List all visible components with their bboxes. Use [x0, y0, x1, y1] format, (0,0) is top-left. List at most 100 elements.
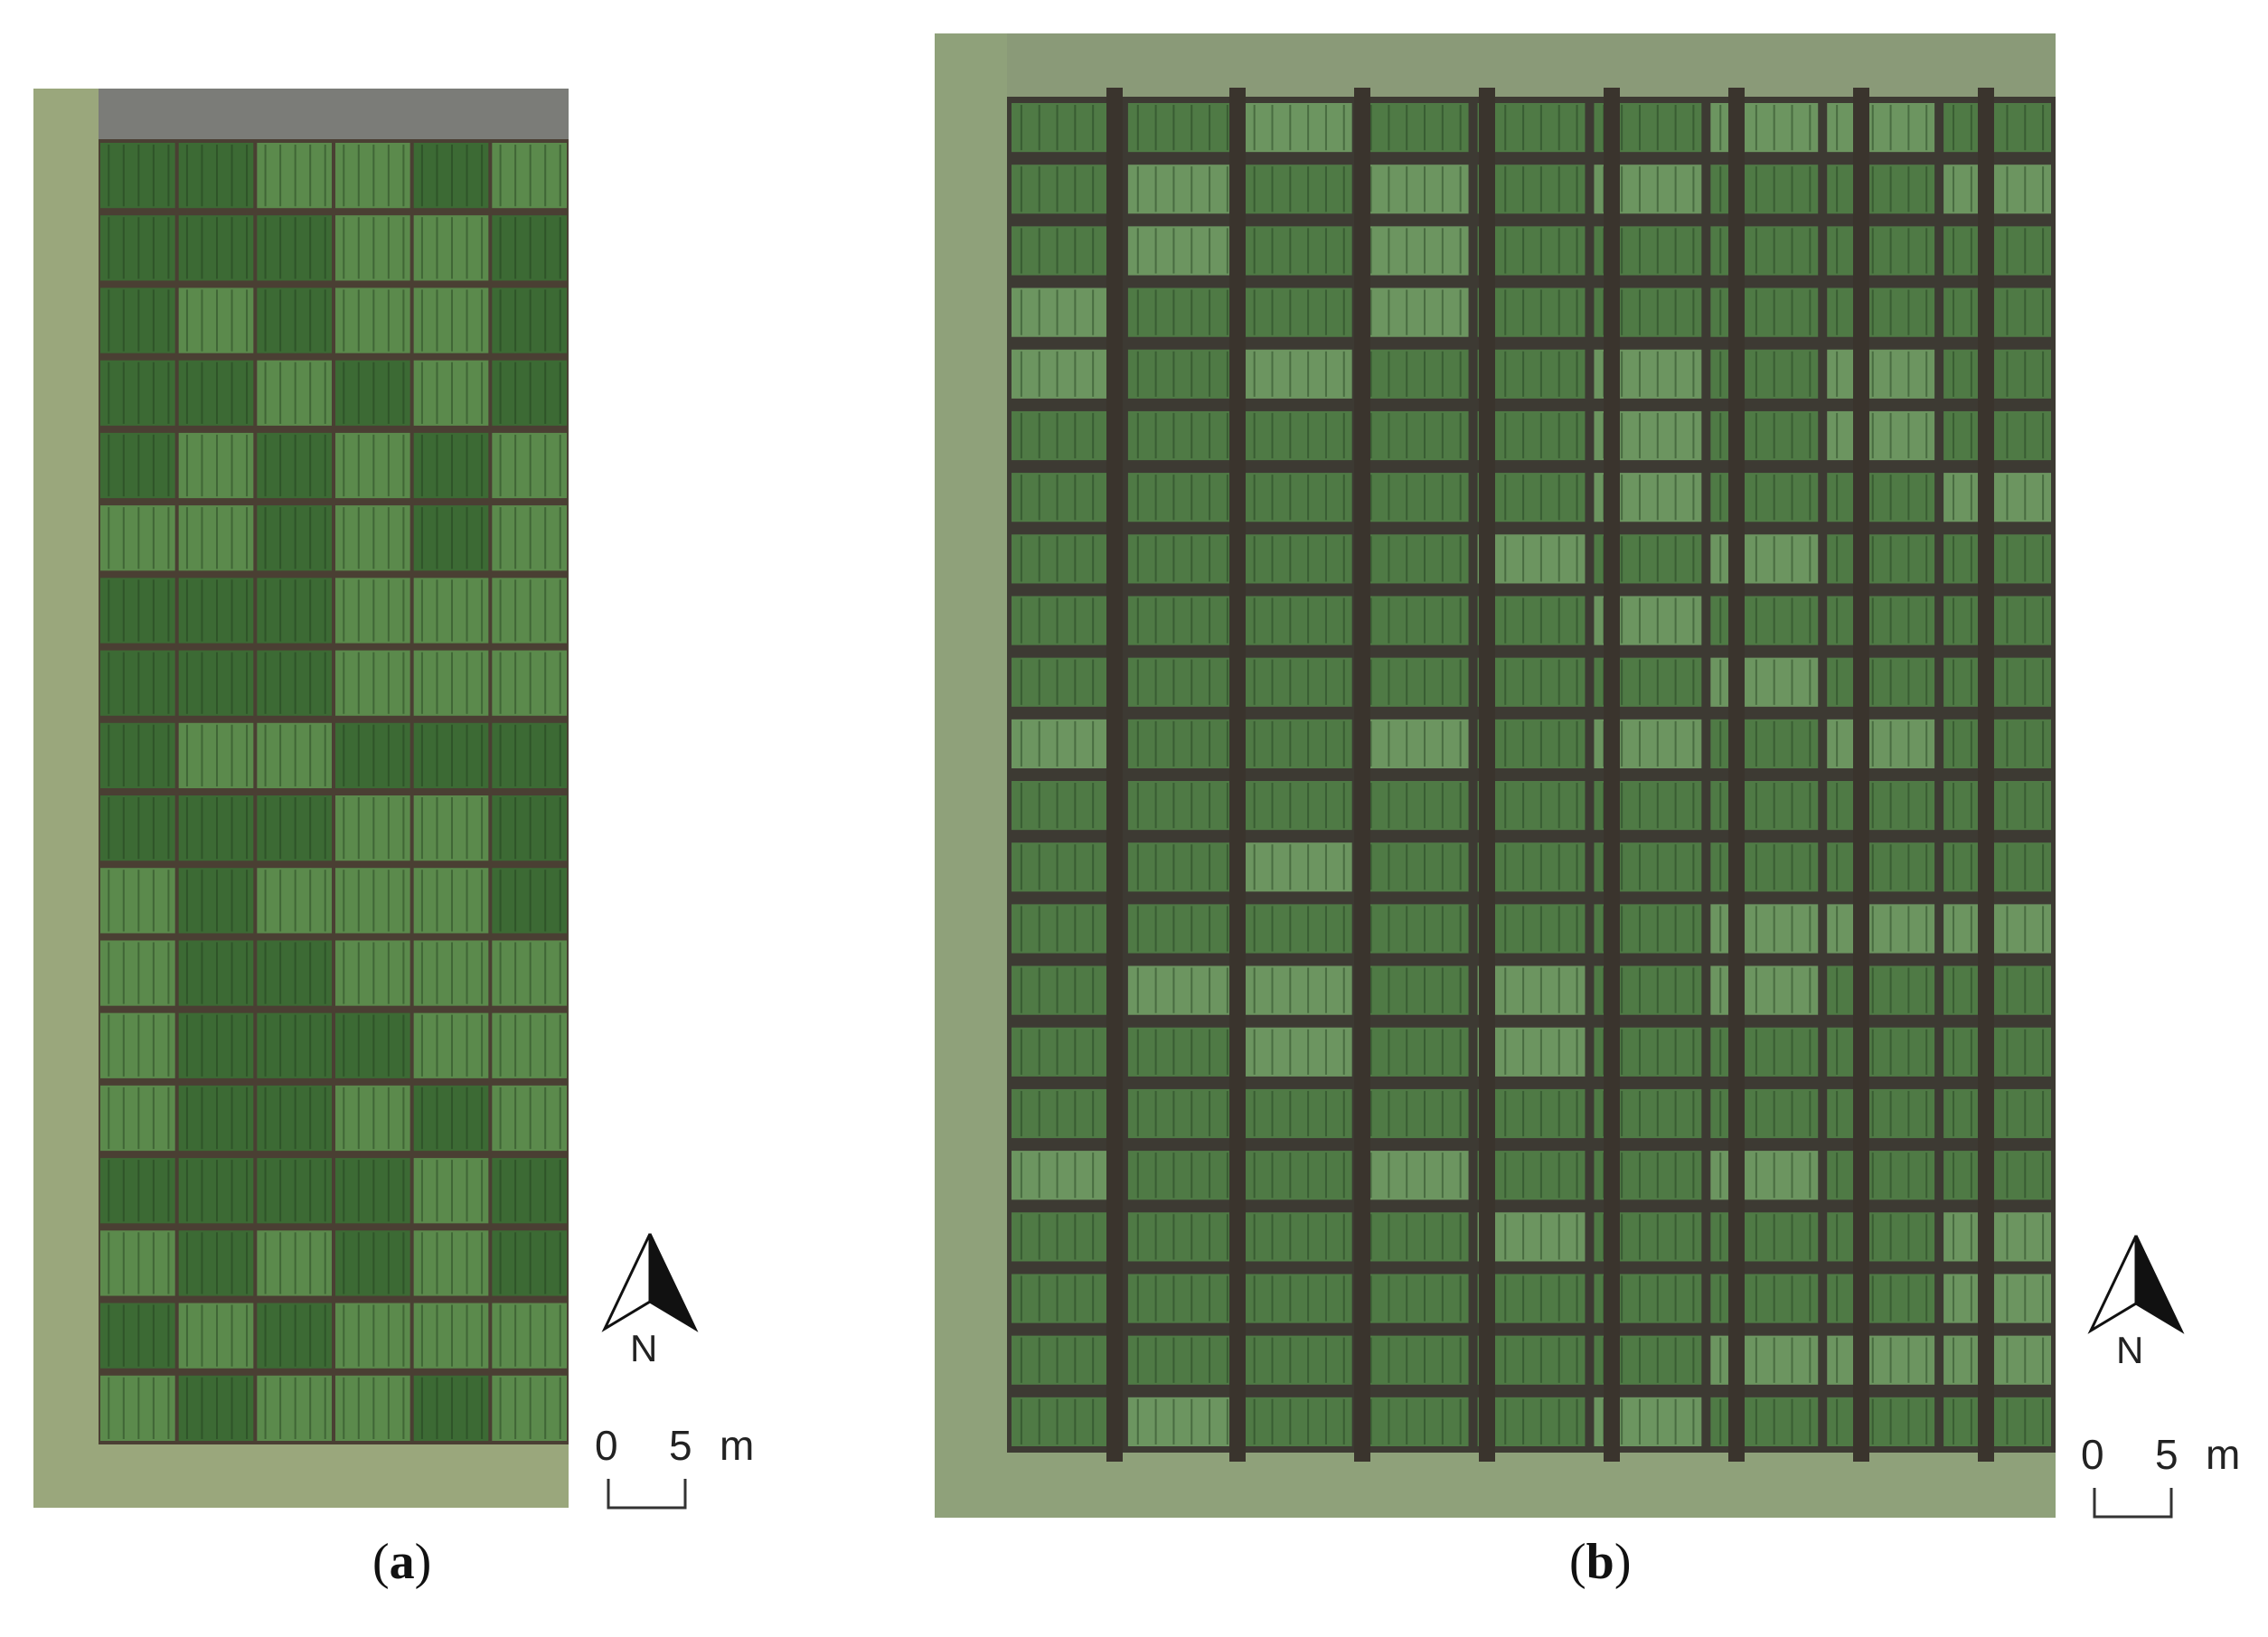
plot — [1127, 103, 1236, 153]
plot — [1710, 1274, 1819, 1323]
plot — [257, 650, 332, 716]
plot — [1943, 1088, 2051, 1139]
plot — [335, 578, 410, 644]
plot — [1943, 657, 2051, 707]
plot — [100, 578, 175, 644]
plot — [1710, 226, 1819, 276]
plot — [1127, 719, 1236, 768]
plot — [178, 940, 254, 1006]
plot — [1477, 534, 1586, 584]
plot — [413, 1012, 489, 1078]
plot — [178, 1375, 254, 1441]
aerial-field-image-a — [33, 89, 569, 1508]
plot — [1012, 965, 1119, 1015]
plot — [257, 1375, 332, 1441]
plot — [1827, 1335, 1935, 1385]
plot — [178, 1230, 254, 1296]
plot — [1127, 1151, 1236, 1200]
plot — [100, 722, 175, 788]
plot — [1012, 165, 1119, 214]
scale-zero-label: 0 — [2081, 1431, 2105, 1478]
plot — [178, 215, 254, 281]
plot — [257, 722, 332, 788]
plot — [1943, 1151, 2051, 1200]
plot — [1710, 1212, 1819, 1262]
plot — [1127, 473, 1236, 522]
plot — [1827, 596, 1935, 645]
plot — [178, 360, 254, 426]
plot — [1827, 1027, 1935, 1077]
plot — [1943, 410, 2051, 461]
plot — [257, 1085, 332, 1152]
plot — [1943, 1397, 2051, 1446]
plot — [100, 1303, 175, 1369]
plot — [1012, 781, 1119, 831]
plot — [257, 287, 332, 353]
plot — [257, 215, 332, 281]
plot — [1244, 657, 1352, 707]
plot — [1244, 1274, 1352, 1323]
plot — [1477, 349, 1586, 399]
plot — [492, 1158, 567, 1224]
plot — [492, 940, 567, 1006]
plot — [413, 940, 489, 1006]
plot — [413, 287, 489, 353]
plot — [413, 505, 489, 571]
soil-background — [99, 139, 569, 1444]
plot — [1827, 965, 1935, 1015]
plot — [100, 795, 175, 861]
plot — [1943, 1212, 2051, 1262]
scale-unit-label: m — [720, 1422, 756, 1469]
plot — [1827, 103, 1935, 153]
plot — [1360, 1151, 1469, 1200]
plot — [1943, 965, 2051, 1015]
plot — [1943, 287, 2051, 337]
plot — [1127, 1212, 1236, 1262]
plot — [1012, 842, 1119, 892]
plot — [1127, 349, 1236, 399]
plot — [1360, 226, 1469, 276]
plot — [1943, 904, 2051, 954]
plot — [492, 578, 567, 644]
plot — [1360, 103, 1469, 153]
plot — [1710, 473, 1819, 522]
plot — [1710, 534, 1819, 584]
plot — [1943, 349, 2051, 399]
plot — [1477, 287, 1586, 337]
plot — [1943, 165, 2051, 214]
plot — [335, 432, 410, 499]
plot — [413, 868, 489, 934]
plot — [1244, 719, 1352, 768]
plot — [1360, 719, 1469, 768]
plot — [1012, 1027, 1119, 1077]
plot — [257, 868, 332, 934]
plot — [1012, 349, 1119, 399]
plot — [1244, 1335, 1352, 1385]
plot — [1012, 1274, 1119, 1323]
plot — [1244, 1397, 1352, 1446]
plot — [1127, 1088, 1236, 1139]
plot — [1827, 287, 1935, 337]
plot — [1012, 596, 1119, 645]
plot — [1012, 1335, 1119, 1385]
plot — [492, 143, 567, 209]
plot — [1943, 103, 2051, 153]
north-label: N — [2116, 1329, 2144, 1371]
plot — [1360, 1212, 1469, 1262]
plot — [492, 215, 567, 281]
plot — [178, 1085, 254, 1152]
plot — [413, 360, 489, 426]
plot — [100, 215, 175, 281]
plot — [1244, 1027, 1352, 1077]
plot — [1244, 410, 1352, 461]
plot — [178, 722, 254, 788]
plot — [1943, 1027, 2051, 1077]
plot — [1360, 473, 1469, 522]
plot — [100, 1375, 175, 1441]
plot — [1710, 1397, 1819, 1446]
plot — [335, 505, 410, 571]
panel-caption-a: (a) — [372, 1534, 432, 1590]
plot — [1710, 965, 1819, 1015]
plot — [1477, 719, 1586, 768]
plot — [335, 650, 410, 716]
